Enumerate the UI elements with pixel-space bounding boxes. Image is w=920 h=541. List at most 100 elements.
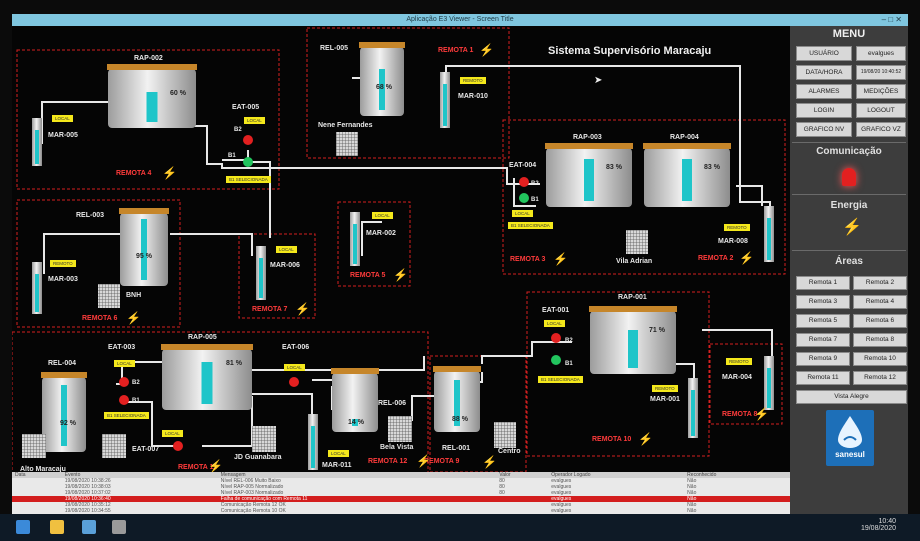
remote-9-button[interactable]: Remota 9 [796, 352, 850, 366]
label-b1: B1 [228, 153, 236, 159]
percent-rap-005: 81 % [226, 360, 242, 367]
lightning-icon: ⚡ [482, 455, 497, 469]
app-icon[interactable] [112, 520, 126, 534]
local-tag: LOCAL [162, 430, 183, 437]
lightning-icon: ⚡ [295, 302, 310, 316]
table-row[interactable]: 19/08/2020 10:38:03 Nível RAP-005 Normali… [12, 484, 790, 490]
table-cell: evalgues [551, 508, 572, 514]
browser-icon[interactable] [82, 520, 96, 534]
remote-6-button[interactable]: Remota 6 [853, 314, 907, 328]
label-remota-6[interactable]: REMOTA 6 [82, 315, 118, 322]
side-panel: MENU USUÁRIO evalgues DATA/HORA 19/08/20… [790, 26, 908, 514]
remote-7-button[interactable]: Remota 7 [796, 333, 850, 347]
label-mar-001: MAR-001 [650, 396, 680, 403]
label-rap-002: RAP-002 [134, 55, 163, 62]
vista-alegre-button[interactable]: Vista Alegre [796, 390, 907, 404]
datetime-button[interactable]: DATA/HORA [796, 65, 852, 80]
label-eat-003: EAT-003 [108, 344, 136, 351]
level-chart-button[interactable]: GRAFICO NV [796, 122, 852, 137]
login-button[interactable]: LOGIN [796, 103, 852, 118]
remote-1-button[interactable]: Remota 1 [796, 276, 850, 290]
window-controls[interactable]: – □ ✕ [881, 15, 902, 24]
label-rel-005: REL-005 [320, 45, 349, 52]
percent-rel-006: 14 % [348, 419, 364, 426]
label-remota-2[interactable]: REMOTA 2 [698, 255, 734, 262]
table-cell [12, 496, 62, 502]
alarm-log-table[interactable]: Data Evento Mensagem Valor Operador Loga… [12, 472, 790, 514]
remote-12-button[interactable]: Remota 12 [853, 371, 907, 385]
label-remota-5[interactable]: REMOTA 5 [350, 272, 386, 279]
table-cell: 19/08/2020 10:38:03 [64, 484, 111, 490]
table-cell: Comunicação Remota 12 OK [220, 502, 286, 508]
label-remota-9[interactable]: REMOTA 9 [424, 458, 460, 465]
remote-8-button[interactable]: Remota 8 [853, 333, 907, 347]
reservoir-tanks [41, 42, 731, 452]
tank-rel006 [331, 368, 379, 432]
table-cell: Nível REL-006 Muito Baixo [220, 478, 281, 484]
label-mar-011: MAR-011 [322, 462, 352, 469]
remote-3-button[interactable]: Remota 3 [796, 295, 850, 309]
table-cell: evalgues [551, 502, 572, 508]
menu-title: MENU [832, 28, 866, 40]
label-eat-007: EAT-007 [132, 446, 160, 453]
local-tag: LOCAL [512, 210, 533, 217]
label-remota-3[interactable]: REMOTA 3 [510, 256, 546, 263]
remote-11-button[interactable]: Remota 11 [796, 371, 850, 385]
col-header: Data [12, 472, 62, 478]
area-remota-7 [238, 233, 316, 319]
label-remota-1[interactable]: REMOTA 1 [438, 47, 474, 54]
remote-10-button[interactable]: Remota 10 [853, 352, 907, 366]
pump-eat004-b1 [519, 193, 529, 203]
selection-tag: B1 SELECIONADA [226, 176, 271, 183]
local-tag: LOCAL [284, 364, 305, 371]
pump-eat001-b2 [551, 333, 561, 343]
area-remota-6 [16, 199, 181, 328]
alarm-beacon-icon [842, 168, 856, 186]
datetime-display: 19/08/20 10:40:52 [856, 65, 906, 80]
remote-4-button[interactable]: Remota 4 [853, 295, 907, 309]
tank-rel001 [433, 366, 481, 432]
start-icon[interactable] [16, 520, 30, 534]
folder-icon[interactable] [50, 520, 64, 534]
label-vila-adrian: Vila Adrian [616, 258, 653, 265]
tank-rel003 [119, 208, 169, 286]
label-remota-7[interactable]: REMOTA 7 [252, 306, 288, 313]
energy-title: Energia [830, 200, 868, 211]
level-bar-rel001 [454, 380, 460, 426]
label-b2: B2 [531, 181, 539, 187]
label-remota-4[interactable]: REMOTA 4 [116, 170, 152, 177]
label-bnh: BNH [126, 292, 142, 299]
measurements-button[interactable]: MEDIÇÕES [856, 84, 906, 99]
pipes [41, 54, 773, 447]
local-tag: LOCAL [544, 320, 565, 327]
table-cell: Nível RAP-005 Normalizado [220, 484, 284, 490]
well-mar-004 [764, 356, 774, 410]
lightning-icon: ⚡ [754, 407, 769, 421]
level-bar-rap002 [146, 92, 158, 122]
percent-rap-002: 60 % [170, 90, 186, 97]
label-remota-12[interactable]: REMOTA 12 [368, 458, 408, 465]
remote-tag: REMOTO [50, 260, 76, 267]
tank-rap005 [161, 344, 253, 410]
label-remota-11[interactable]: REMOTA 11 [178, 464, 217, 471]
level-bar-rap005 [201, 362, 213, 404]
area-remota-10 [526, 291, 710, 457]
label-remota-8[interactable]: REMOTA 8 [722, 411, 758, 418]
remote-2-button[interactable]: Remota 2 [853, 276, 907, 290]
user-button[interactable]: USUÁRIO [796, 46, 852, 61]
percent-rap-004: 83 % [704, 164, 720, 171]
alarms-button[interactable]: ALARMES [796, 84, 852, 99]
logout-button[interactable]: LOGOUT [856, 103, 906, 118]
flow-chart-button[interactable]: GRAFICO VZ [856, 122, 906, 137]
lightning-icon: ⚡ [739, 251, 754, 265]
area-remota-8 [709, 343, 783, 425]
remote-5-button[interactable]: Remota 5 [796, 314, 850, 328]
label-remota-10[interactable]: REMOTA 10 [592, 436, 632, 443]
energy-lightning-icon: ⚡ [842, 219, 862, 236]
local-tag: LOCAL [244, 117, 265, 124]
